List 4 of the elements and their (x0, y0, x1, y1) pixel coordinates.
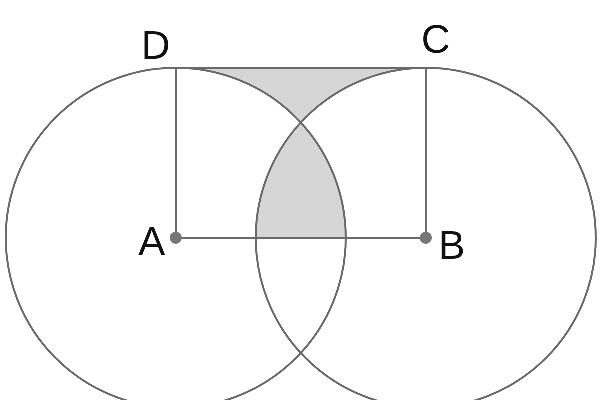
point-label: C (422, 20, 450, 60)
point-label: B (438, 226, 466, 266)
point-label: A (138, 222, 166, 262)
point-label: D (142, 26, 170, 66)
